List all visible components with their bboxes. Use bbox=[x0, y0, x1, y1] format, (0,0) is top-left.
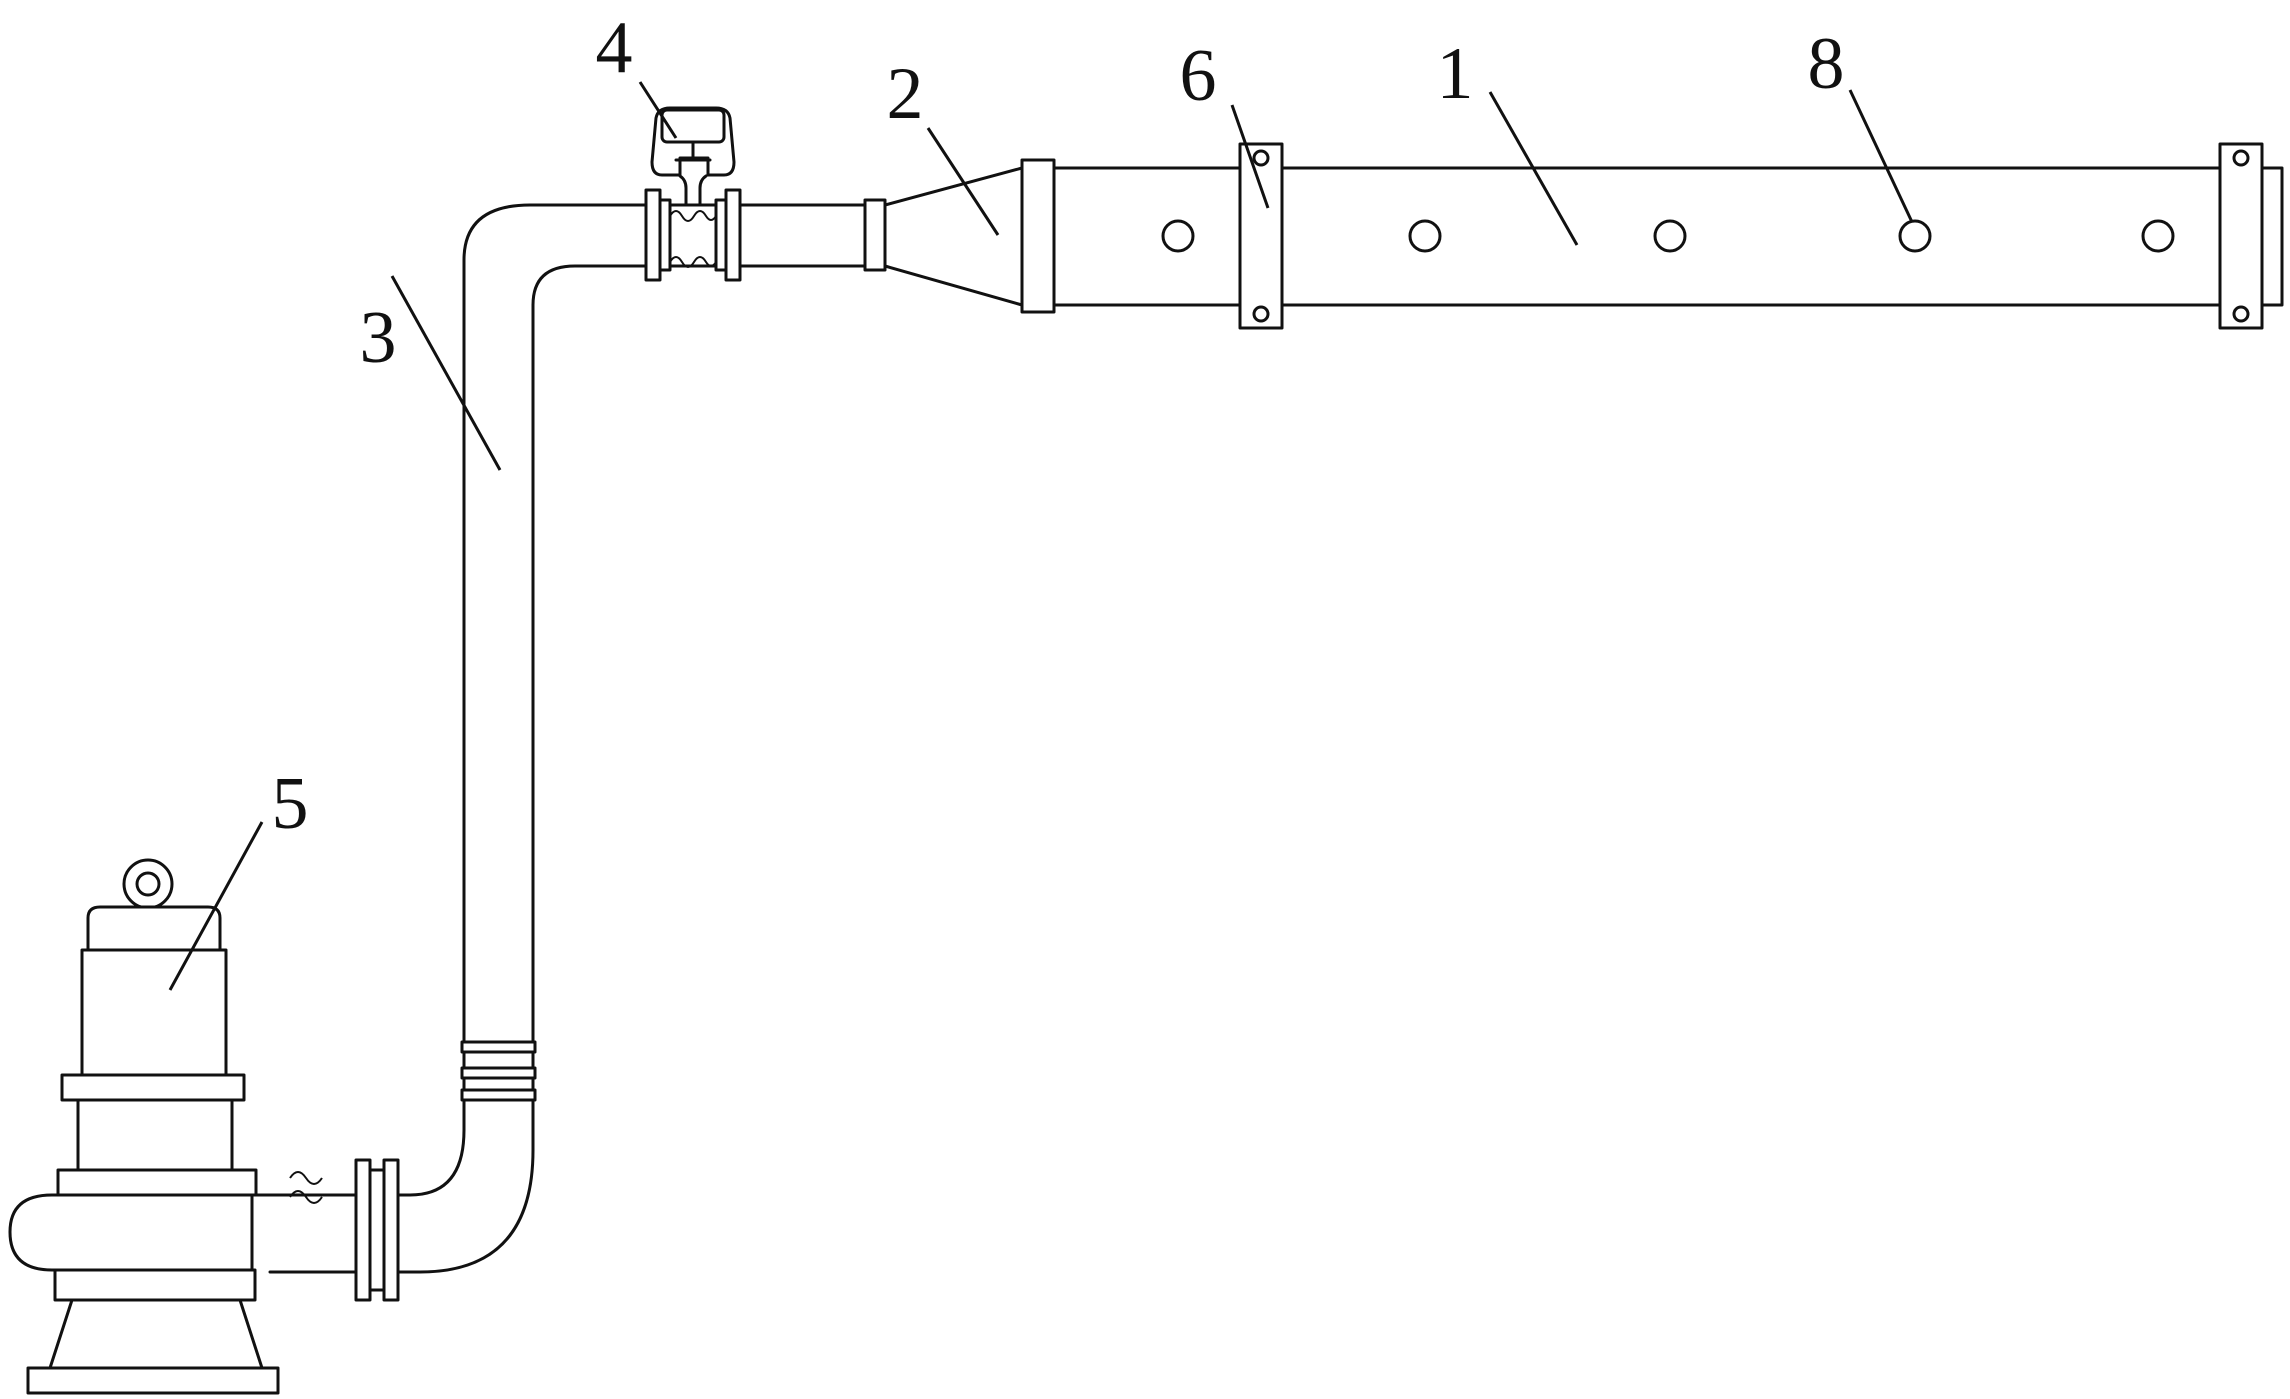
perforation-hole bbox=[1408, 219, 1442, 253]
callouts: 1 2 3 4 5 6 8 bbox=[272, 7, 1845, 845]
perforation-holes bbox=[1161, 219, 2175, 253]
callout-8: 8 bbox=[1808, 23, 1845, 105]
pipe-bracket-right bbox=[2218, 142, 2264, 330]
perforated-pipe bbox=[1052, 166, 2284, 307]
perforation-hole bbox=[2141, 219, 2175, 253]
pump-discharge-connection bbox=[250, 1158, 400, 1302]
riser-pipe bbox=[396, 203, 652, 1274]
perforation-hole bbox=[1653, 219, 1687, 253]
callout-3: 3 bbox=[360, 297, 397, 379]
submersible-pump bbox=[8, 858, 358, 1395]
callout-2: 2 bbox=[887, 53, 924, 135]
horizontal-pipe bbox=[738, 198, 887, 272]
pipe-bracket-left bbox=[1238, 142, 1284, 330]
callout-5: 5 bbox=[272, 763, 309, 845]
leader-lines bbox=[168, 81, 1914, 991]
valve-assembly bbox=[644, 106, 742, 282]
callout-4: 4 bbox=[596, 7, 633, 89]
reducer bbox=[883, 158, 1056, 314]
callout-6: 6 bbox=[1180, 35, 1217, 117]
callout-1: 1 bbox=[1437, 33, 1474, 115]
perforation-hole bbox=[1898, 219, 1932, 253]
perforation-hole bbox=[1161, 219, 1195, 253]
